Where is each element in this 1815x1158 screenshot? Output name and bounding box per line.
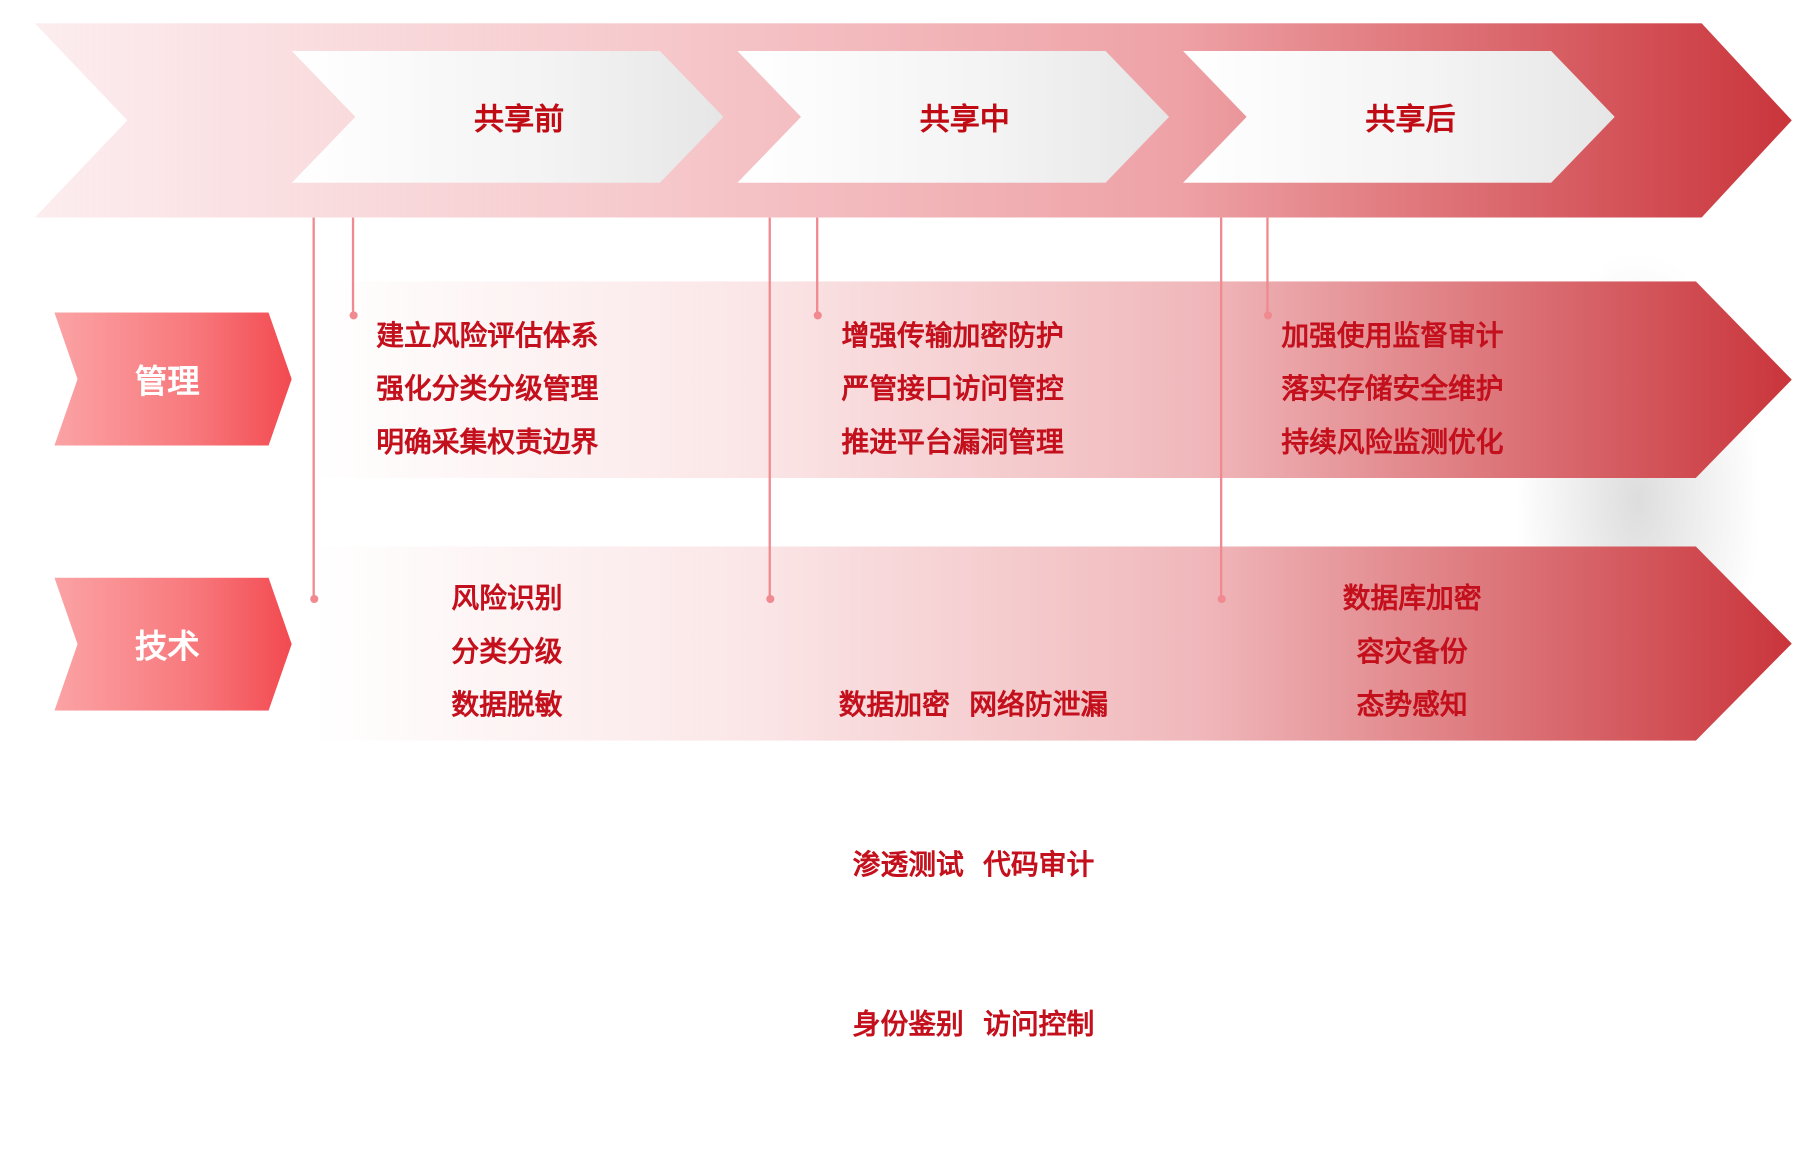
connector-dot [766,594,775,604]
connector-dot [349,311,358,320]
connector-line [816,217,819,315]
item: 加强使用监督审计 [1281,319,1504,352]
connector-line [351,217,355,315]
row-label-technology: 技术 [54,577,292,711]
item: 建立风险评估体系 [376,319,599,352]
technology-during: 数据加密 网络防泄漏 渗透测试 代码审计 身份鉴别 访问控制 [800,572,1147,1158]
row-label-text: 管理 [134,361,200,400]
row-label-text: 技术 [134,626,200,665]
connector-line [1266,217,1269,315]
connector-line [768,217,771,599]
connector-dot [310,594,319,604]
connector-dot [1217,594,1226,604]
management-band [306,281,1792,479]
management-after: 加强使用监督审计 落实存储安全维护 持续风险监测优化 [1281,309,1503,469]
item: 数据脱敏 [451,688,563,722]
technology-before: 风险识别 分类分级 数据脱敏 [391,572,622,732]
item: 身份鉴别 访问控制 [852,1008,1095,1041]
item: 明确采集权责边界 [376,425,599,459]
item: 持续风险监测优化 [1281,425,1504,459]
item: 落实存储安全维护 [1281,372,1504,406]
diagram: 共享前 共享中 共享后 管理 技术 建立风险评估体系 强化分类分级管理 明确采集… [34,23,1792,1041]
stage-after: 共享后 [1182,50,1615,183]
item: 强化分类分级管理 [376,372,599,406]
stage-label: 共享中 [919,102,1010,138]
management-during: 增强传输加密防护 严管接口访问管控 推进平台漏洞管理 [842,309,1064,469]
connector-dot [813,311,822,320]
item: 态势感知 [1356,688,1468,722]
item: 增强传输加密防护 [841,319,1064,352]
item: 容灾备份 [1356,635,1468,668]
item: 分类分级 [451,635,563,668]
connector-dot [1263,311,1273,320]
row-label-management: 管理 [54,312,292,446]
item: 推进平台漏洞管理 [841,425,1064,459]
item: 数据加密 网络防泄漏 [838,688,1109,722]
stage-label: 共享前 [473,102,565,138]
item: 渗透测试 代码审计 [852,848,1095,881]
stage-label: 共享后 [1365,102,1456,138]
management-before: 建立风险评估体系 强化分类分级管理 明确采集权责边界 [376,309,598,469]
stage-before: 共享前 [291,50,724,183]
connector-line [312,217,315,599]
item: 风险识别 [451,582,563,615]
item: 数据库加密 [1342,582,1482,615]
item: 严管接口访问管控 [841,372,1064,406]
stage-during: 共享中 [737,50,1170,183]
technology-after: 数据库加密 容灾备份 态势感知 [1296,572,1528,732]
connector-line [1220,217,1223,599]
technology-band [306,546,1792,741]
